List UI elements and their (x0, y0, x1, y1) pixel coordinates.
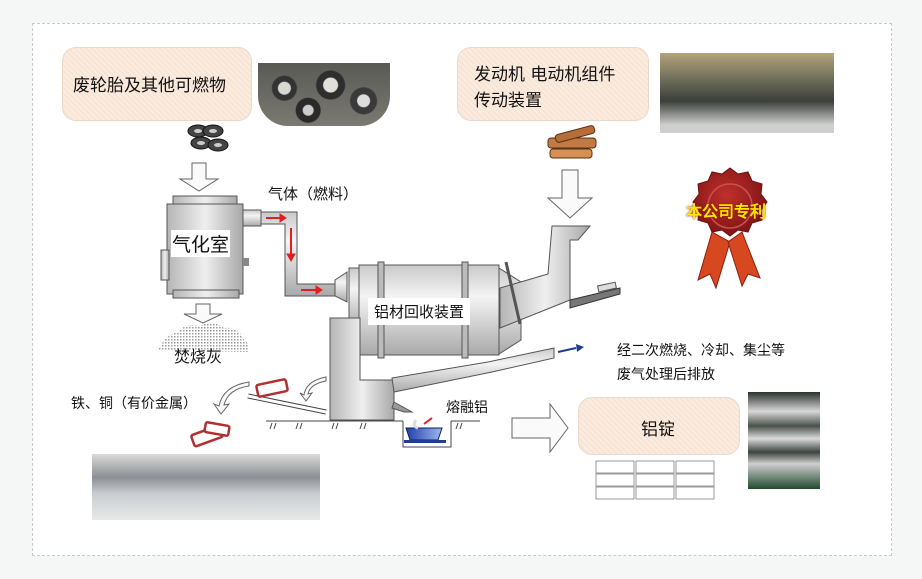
feeder-hopper (499, 225, 621, 329)
engines-photo (660, 53, 834, 133)
ash-pile (158, 322, 249, 352)
gas-fuel-label: 气体（燃料） (268, 185, 359, 203)
input-engines-label-line2: 传动装置 (474, 91, 542, 111)
engine-parts-icon (547, 125, 597, 159)
red-pointer-arrow-icon (423, 417, 433, 425)
metal-scrap-icon (190, 378, 289, 448)
tire-stack-icon (187, 124, 229, 152)
molten-aluminum-label: 熔融铝 (446, 400, 488, 416)
recovery-unit-label: 铝材回收装置 (368, 298, 471, 325)
input-tires-box: 废轮胎及其他可燃物 (62, 47, 252, 121)
right-arrow-icon (511, 402, 569, 454)
exhaust-label-line2: 废气处理后排放 (617, 367, 715, 383)
ingots-photo (748, 392, 820, 489)
tires-photo (258, 63, 390, 126)
patent-badge-label: 本公司专利 (686, 202, 767, 221)
ground-line (266, 420, 480, 448)
input-engines-label-line1: 发动机 电动机组件 (474, 65, 616, 85)
flow-arrow-icon (266, 213, 323, 295)
conveyor (247, 393, 327, 415)
exhaust-arrow-icon (557, 344, 584, 353)
ash-label: 焚烧灰 (174, 347, 223, 366)
molten-pot (404, 419, 446, 443)
furnace-body (329, 317, 555, 421)
down-arrow-icon (546, 169, 594, 219)
scrap-metal-photo (92, 454, 320, 520)
gas-pipe (260, 211, 348, 303)
output-ingots-box: 铝锭 (578, 397, 740, 455)
curved-arrow-icon (212, 376, 327, 415)
down-arrow-icon (178, 162, 220, 192)
valuable-metals-label: 铁、铜（有价金属） (71, 396, 197, 412)
aluminum-ingots-icon (595, 460, 715, 500)
exhaust-label-line1: 经二次燃烧、冷却、集尘等 (617, 343, 785, 359)
output-ingots-label: 铝锭 (641, 420, 675, 440)
input-engines-box: 发动机 电动机组件 传动装置 (457, 47, 649, 121)
gasifier-label: 气化室 (171, 230, 231, 257)
patent-badge-icon (692, 167, 768, 290)
input-tires-label: 废轮胎及其他可燃物 (73, 76, 226, 96)
down-arrow-icon (183, 303, 223, 324)
